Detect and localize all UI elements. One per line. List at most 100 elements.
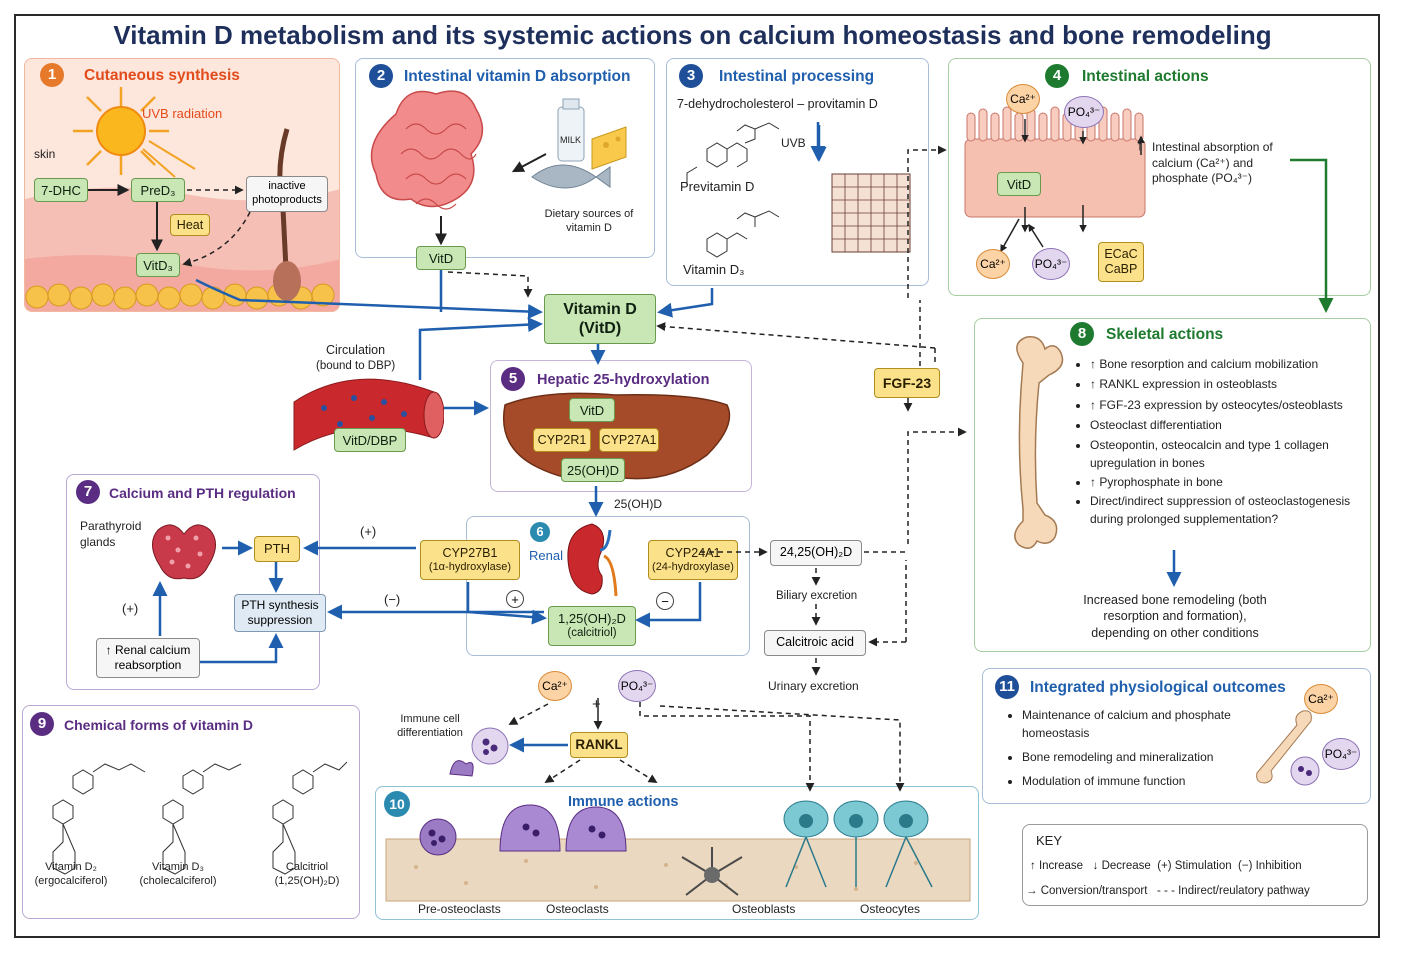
box-25ohd-liver: 25(OH)D xyxy=(561,458,625,482)
panel-5-number: 5 xyxy=(501,367,525,391)
panel-11-title: Integrated physiological outcomes xyxy=(1030,679,1286,696)
skin-illustration xyxy=(25,87,339,311)
panel-intestinal-processing xyxy=(666,58,929,286)
box-pred3: PreD₃ xyxy=(131,178,185,202)
cyp27b1-label: CYP27B1 xyxy=(442,545,498,560)
calcitriol-label: 1,25(OH)₂D xyxy=(558,611,626,627)
milk-label: MILK xyxy=(560,135,582,145)
provitamin-d-label: 7-dehydrocholesterol – provitamin D xyxy=(677,97,878,111)
vitamin-d3-sub: (cholecalciferol) xyxy=(139,875,217,888)
box-inactive-photoproducts: inactive photoproducts xyxy=(246,176,328,212)
panel-6-number: 6 xyxy=(530,522,550,542)
outcomes-list: Maintenance of calcium and phosphate hom… xyxy=(1008,706,1252,790)
urinary-excretion-label: Urinary excretion xyxy=(768,679,859,693)
skeletal-item: ↑ RANKL expression in osteoblasts xyxy=(1090,374,1370,394)
rankl-plus-sign: + xyxy=(592,696,601,713)
inhibition-pth-label: (−) xyxy=(384,592,401,607)
renal-reabsorption-label: Renal calcium reabsorption xyxy=(114,643,191,672)
box-vitd3-skin: VitD₃ xyxy=(136,253,180,277)
previtamin-d-label: Previtamin D xyxy=(680,179,755,194)
inhibition-sign: − xyxy=(656,592,674,610)
panel-intestinal-absorption xyxy=(355,58,655,258)
panel-9-title: Chemical forms of vitamin D xyxy=(64,717,254,733)
skeletal-item: Osteopontin, osteocalcin and type 1 coll… xyxy=(1090,436,1370,472)
box-2425ohd: 24,25(OH)₂D xyxy=(770,540,862,566)
panel-3-number: 3 xyxy=(679,64,703,88)
skeletal-item: Direct/indirect suppression of osteoclas… xyxy=(1090,492,1370,528)
panel-1-number: 1 xyxy=(40,63,64,87)
panel-10-number: 10 xyxy=(384,791,410,817)
skeletal-item: Osteoclast differentiation xyxy=(1090,415,1370,435)
intestine-food-illustration xyxy=(370,90,627,210)
osteoclasts-label: Osteoclasts xyxy=(546,902,609,916)
box-cyp27a1: CYP27A1 xyxy=(599,428,659,452)
immune-cells-illustration xyxy=(449,727,509,777)
osteocytes-label: Osteocytes xyxy=(860,902,921,916)
vitamin-d3-label: Vitamin D₃ xyxy=(683,262,745,277)
calcium-ion-outcome: Ca²⁺ xyxy=(1304,684,1338,714)
box-cyp27b1: CYP27B1 (1α-hydroxylase) xyxy=(420,540,520,580)
villi-illustration xyxy=(964,106,1146,253)
panel-1-title: Cutaneous synthesis xyxy=(84,67,240,84)
uvb-radiation-label: UVB radiation xyxy=(142,106,223,121)
skin-label: skin xyxy=(34,147,56,161)
box-pth-suppression: PTH synthesis suppression xyxy=(234,594,326,632)
panel-7-title: Calcium and PTH regulation xyxy=(109,485,296,501)
vitamin-d2-name: Vitamin D₂ xyxy=(45,861,97,873)
panel-3-title: Intestinal processing xyxy=(719,68,875,85)
bone-tissue-illustration xyxy=(385,800,971,902)
25ohd-transport-label: 25(OH)D xyxy=(614,497,663,511)
vitamin-d3-chem-label: Vitamin D₃(cholecalciferol) xyxy=(136,860,220,889)
panel-immune-actions xyxy=(375,786,979,920)
key-legend xyxy=(1022,824,1368,906)
circulation-label: Circulation xyxy=(326,343,386,357)
box-7dhc: 7-DHC xyxy=(34,178,88,202)
panel-2-number: 2 xyxy=(369,64,393,88)
box-rankl: RANKL xyxy=(570,732,628,758)
vitamin-d2-label: Vitamin D₂(ergocalciferol) xyxy=(34,860,108,889)
kidney-illustration xyxy=(567,523,618,597)
box-vitd-enterocyte: VitD xyxy=(997,172,1041,196)
outcome-item: Maintenance of calcium and phosphate hom… xyxy=(1022,706,1252,742)
box-calcitroic-acid: Calcitroic acid xyxy=(764,630,866,656)
panel-integrated-outcomes xyxy=(982,668,1371,804)
uvb-label: UVB xyxy=(781,136,806,150)
calcitriol-sub: (calcitriol) xyxy=(567,626,617,639)
box-vitd-dbp: VitD/DBP xyxy=(334,428,406,452)
processing-illustration xyxy=(686,122,911,258)
panel-10-title: Immune actions xyxy=(568,794,679,810)
phosphate-ion-kidney: PO₄³⁻ xyxy=(618,670,656,702)
skeletal-actions-list: ↑ Bone resorption and calcium mobilizati… xyxy=(1076,354,1370,528)
biliary-excretion-label: Biliary excretion xyxy=(776,590,858,602)
box-heat: Heat xyxy=(170,214,210,236)
cyp24a1-label: CYP24A1 xyxy=(665,545,721,560)
figure-title: Vitamin D metabolism and its systemic ac… xyxy=(113,20,1272,50)
increased-remodeling-text: Increased bone remodeling (both resorpti… xyxy=(1083,593,1267,640)
panel-9-number: 9 xyxy=(30,712,54,736)
osteoblasts-label: Osteoblasts xyxy=(732,902,796,916)
bone-illustration xyxy=(1014,336,1064,549)
key-row-2: → Conversion/transport - - - Indirect/re… xyxy=(1026,885,1310,897)
box-pth: PTH xyxy=(254,536,300,562)
key-row-1: ↑ Increase ↓ Decrease (+) Stimulation (−… xyxy=(1030,860,1302,872)
calcitriol-chem-sub: (1,25(OH)₂D) xyxy=(274,875,340,888)
calcium-ion-bottom: Ca²⁺ xyxy=(976,249,1010,279)
calcium-ion-kidney: Ca²⁺ xyxy=(538,671,572,701)
vitamin-d-line2: (VitD) xyxy=(578,320,622,337)
skeletal-item: ↑ Bone resorption and calcium mobilizati… xyxy=(1090,354,1370,374)
panel-8-title: Skeletal actions xyxy=(1106,326,1224,343)
stimulation-renal-label: (+) xyxy=(122,601,139,616)
panel-skeletal-actions xyxy=(974,318,1371,652)
chemical-structures xyxy=(52,761,348,875)
box-cyp24a1: CYP24A1 (24-hydroxylase) xyxy=(648,540,738,580)
immune-differentiation-label: Immune cell differentiation xyxy=(397,713,463,740)
box-ecac-cabp: ECaC CaBP xyxy=(1098,242,1144,282)
phosphate-ion-top: PO₄³⁻ xyxy=(1064,96,1104,128)
panel-8-number: 8 xyxy=(1070,322,1094,346)
skeletal-item: ↑ Pyrophosphate in bone xyxy=(1090,472,1370,492)
bound-dbp-label: (bound to DBP) xyxy=(316,360,396,372)
panel-renal xyxy=(466,516,750,656)
outcome-illustration xyxy=(1256,710,1320,786)
box-fgf23: FGF-23 xyxy=(874,368,940,398)
